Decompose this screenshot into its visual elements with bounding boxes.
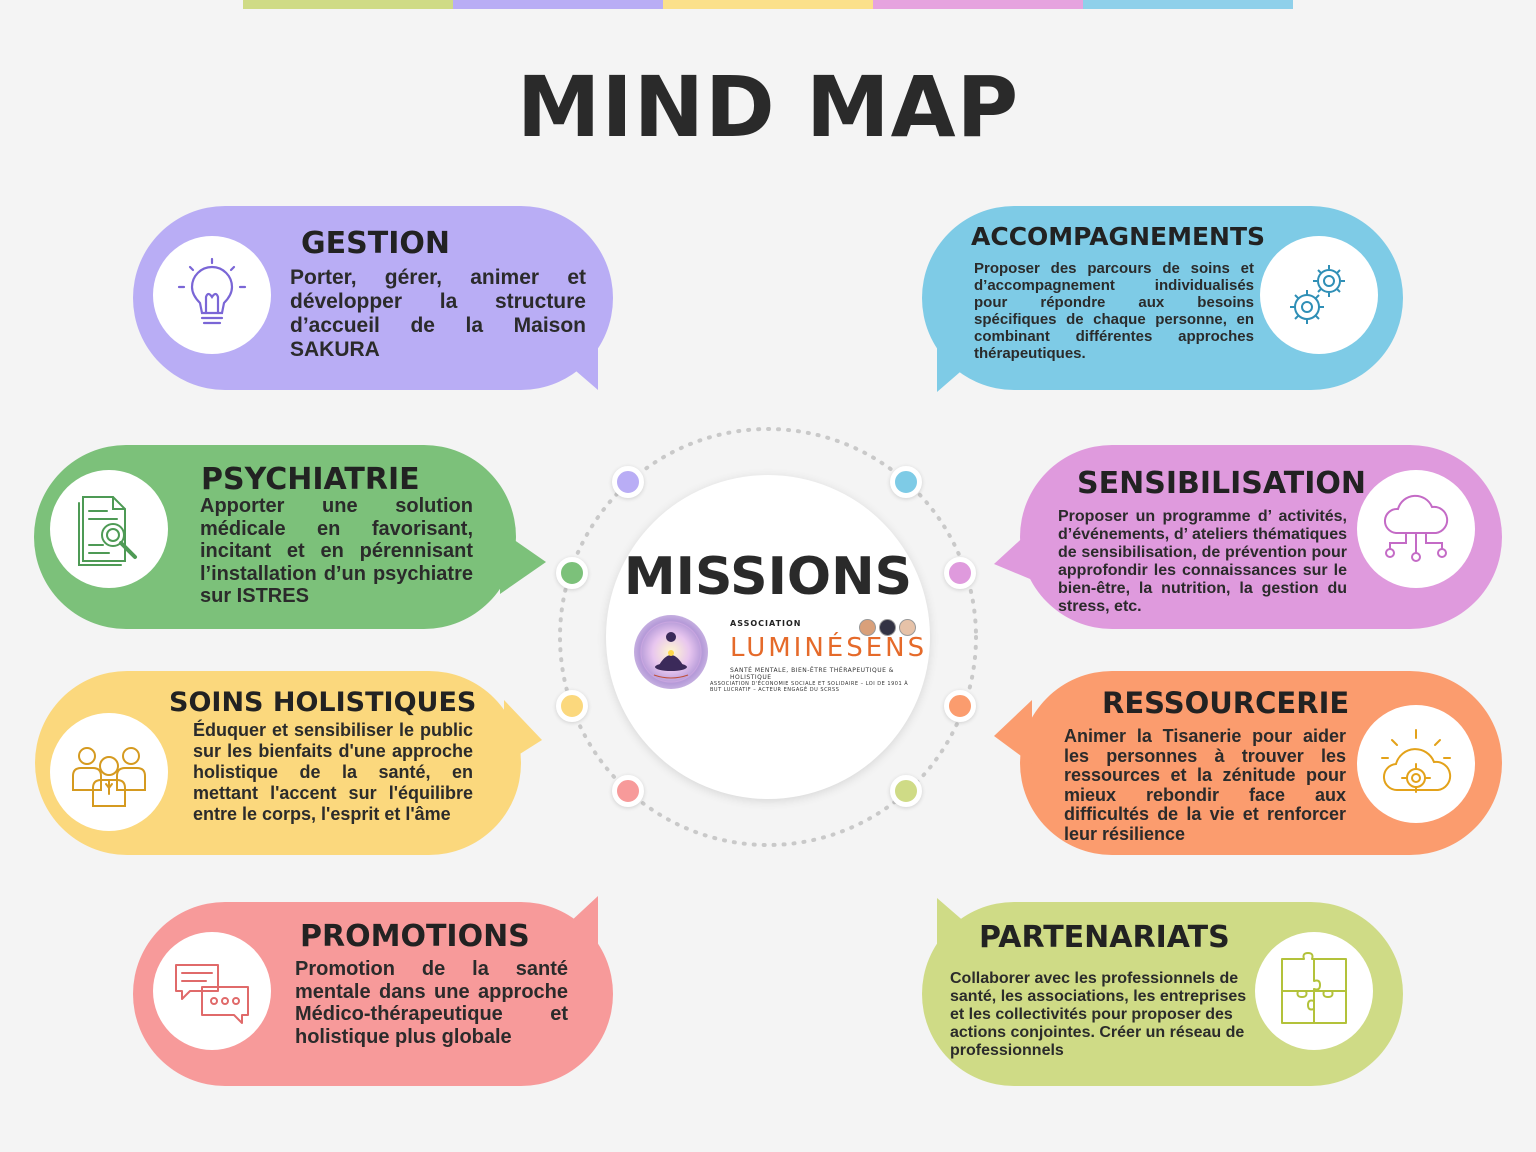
page-title: MIND MAP bbox=[516, 58, 1020, 156]
soins-holistiques-pointer bbox=[504, 700, 542, 764]
chat-bubbles-icon bbox=[175, 964, 249, 1024]
accompagnements-text: Proposer des parcours de soins et d’acco… bbox=[974, 260, 1254, 362]
sensibilisation-title: SENSIBILISATION bbox=[1077, 466, 1367, 501]
ressourcerie-icon-circle bbox=[1357, 705, 1475, 823]
connector-dot-partenariats bbox=[890, 775, 922, 807]
ressourcerie-title: RESSOURCERIE bbox=[1102, 686, 1350, 720]
accompagnements-title: ACCOMPAGNEMENTS bbox=[971, 222, 1266, 251]
gears-icon bbox=[1290, 265, 1345, 324]
cloud-gear-icon bbox=[1381, 729, 1452, 793]
soins-holistiques-title: SOINS HOLISTIQUES bbox=[169, 687, 477, 718]
people-group-icon bbox=[72, 747, 146, 807]
logo-tagline: SANTÉ MENTALE, BIEN-ÊTRE THÉRAPEUTIQUE &… bbox=[730, 667, 894, 681]
connector-dot-soins bbox=[556, 690, 588, 722]
soins-holistiques-icon-circle bbox=[50, 713, 168, 831]
partenariats-text: Collaborer avec les professionnels de sa… bbox=[950, 970, 1247, 1059]
promotions-pointer bbox=[540, 896, 598, 950]
psychiatrie-title: PSYCHIATRIE bbox=[201, 462, 420, 497]
promotions-icon-circle bbox=[153, 932, 271, 1050]
puzzle-icon bbox=[1281, 952, 1347, 1024]
connector-dot-accompagnements bbox=[890, 466, 922, 498]
connector-dot-sensibilisation bbox=[944, 557, 976, 589]
sensibilisation-pointer bbox=[994, 520, 1042, 584]
psychiatrie-text: Apporter une solution médicale en favori… bbox=[200, 495, 473, 607]
partenariats-pointer bbox=[937, 898, 997, 950]
logo-association-label: ASSOCIATION bbox=[730, 619, 802, 628]
logo-thumbnails bbox=[859, 619, 916, 636]
psychiatrie-pointer bbox=[500, 530, 546, 594]
ressourcerie-text: Animer la Tisanerie pour aider les perso… bbox=[1064, 726, 1346, 844]
sensibilisation-icon-circle bbox=[1357, 470, 1475, 588]
promotions-title: PROMOTIONS bbox=[300, 919, 530, 954]
gestion-icon-circle bbox=[153, 236, 271, 354]
meditation-logo-icon bbox=[634, 615, 708, 689]
partenariats-icon-circle bbox=[1255, 932, 1373, 1050]
association-logo: ASSOCIATION LUMINÉSENS SANTÉ MENTALE, BI… bbox=[626, 615, 924, 705]
partenariats-title: PARTENARIATS bbox=[979, 920, 1230, 955]
connector-dot-gestion bbox=[612, 466, 644, 498]
connector-dot-ressourcerie bbox=[944, 690, 976, 722]
gestion-title: GESTION bbox=[301, 226, 450, 261]
gestion-pointer bbox=[540, 340, 598, 390]
ressourcerie-pointer bbox=[994, 700, 1032, 764]
logo-footer: ASSOCIATION D'ÉCONOMIE SOCIALE ET SOLIDA… bbox=[710, 681, 909, 693]
sensibilisation-text: Proposer un programme d’ activités, d’év… bbox=[1058, 508, 1347, 615]
logo-name: LUMINÉSENS bbox=[730, 633, 928, 663]
center-title: MISSIONS bbox=[623, 547, 913, 607]
center-node: MISSIONS ASSOCIATION LUMINÉSENS SANTÉ ME… bbox=[606, 475, 930, 799]
gestion-text: Porter, gérer, animer et développer la s… bbox=[290, 266, 586, 361]
connector-dot-promotions bbox=[612, 775, 644, 807]
soins-holistiques-text: Éduquer et sensibiliser le public sur le… bbox=[193, 720, 473, 824]
document-magnifier-icon bbox=[78, 496, 137, 566]
lightbulb-icon bbox=[177, 257, 247, 325]
accompagnements-pointer bbox=[937, 340, 997, 392]
connector-dot-psychiatrie bbox=[556, 557, 588, 589]
cloud-network-icon bbox=[1384, 494, 1449, 562]
promotions-text: Promotion de la santé mentale dans une a… bbox=[295, 958, 568, 1048]
psychiatrie-icon-circle bbox=[50, 470, 168, 588]
top-color-bar bbox=[243, 0, 1293, 9]
accompagnements-icon-circle bbox=[1260, 236, 1378, 354]
